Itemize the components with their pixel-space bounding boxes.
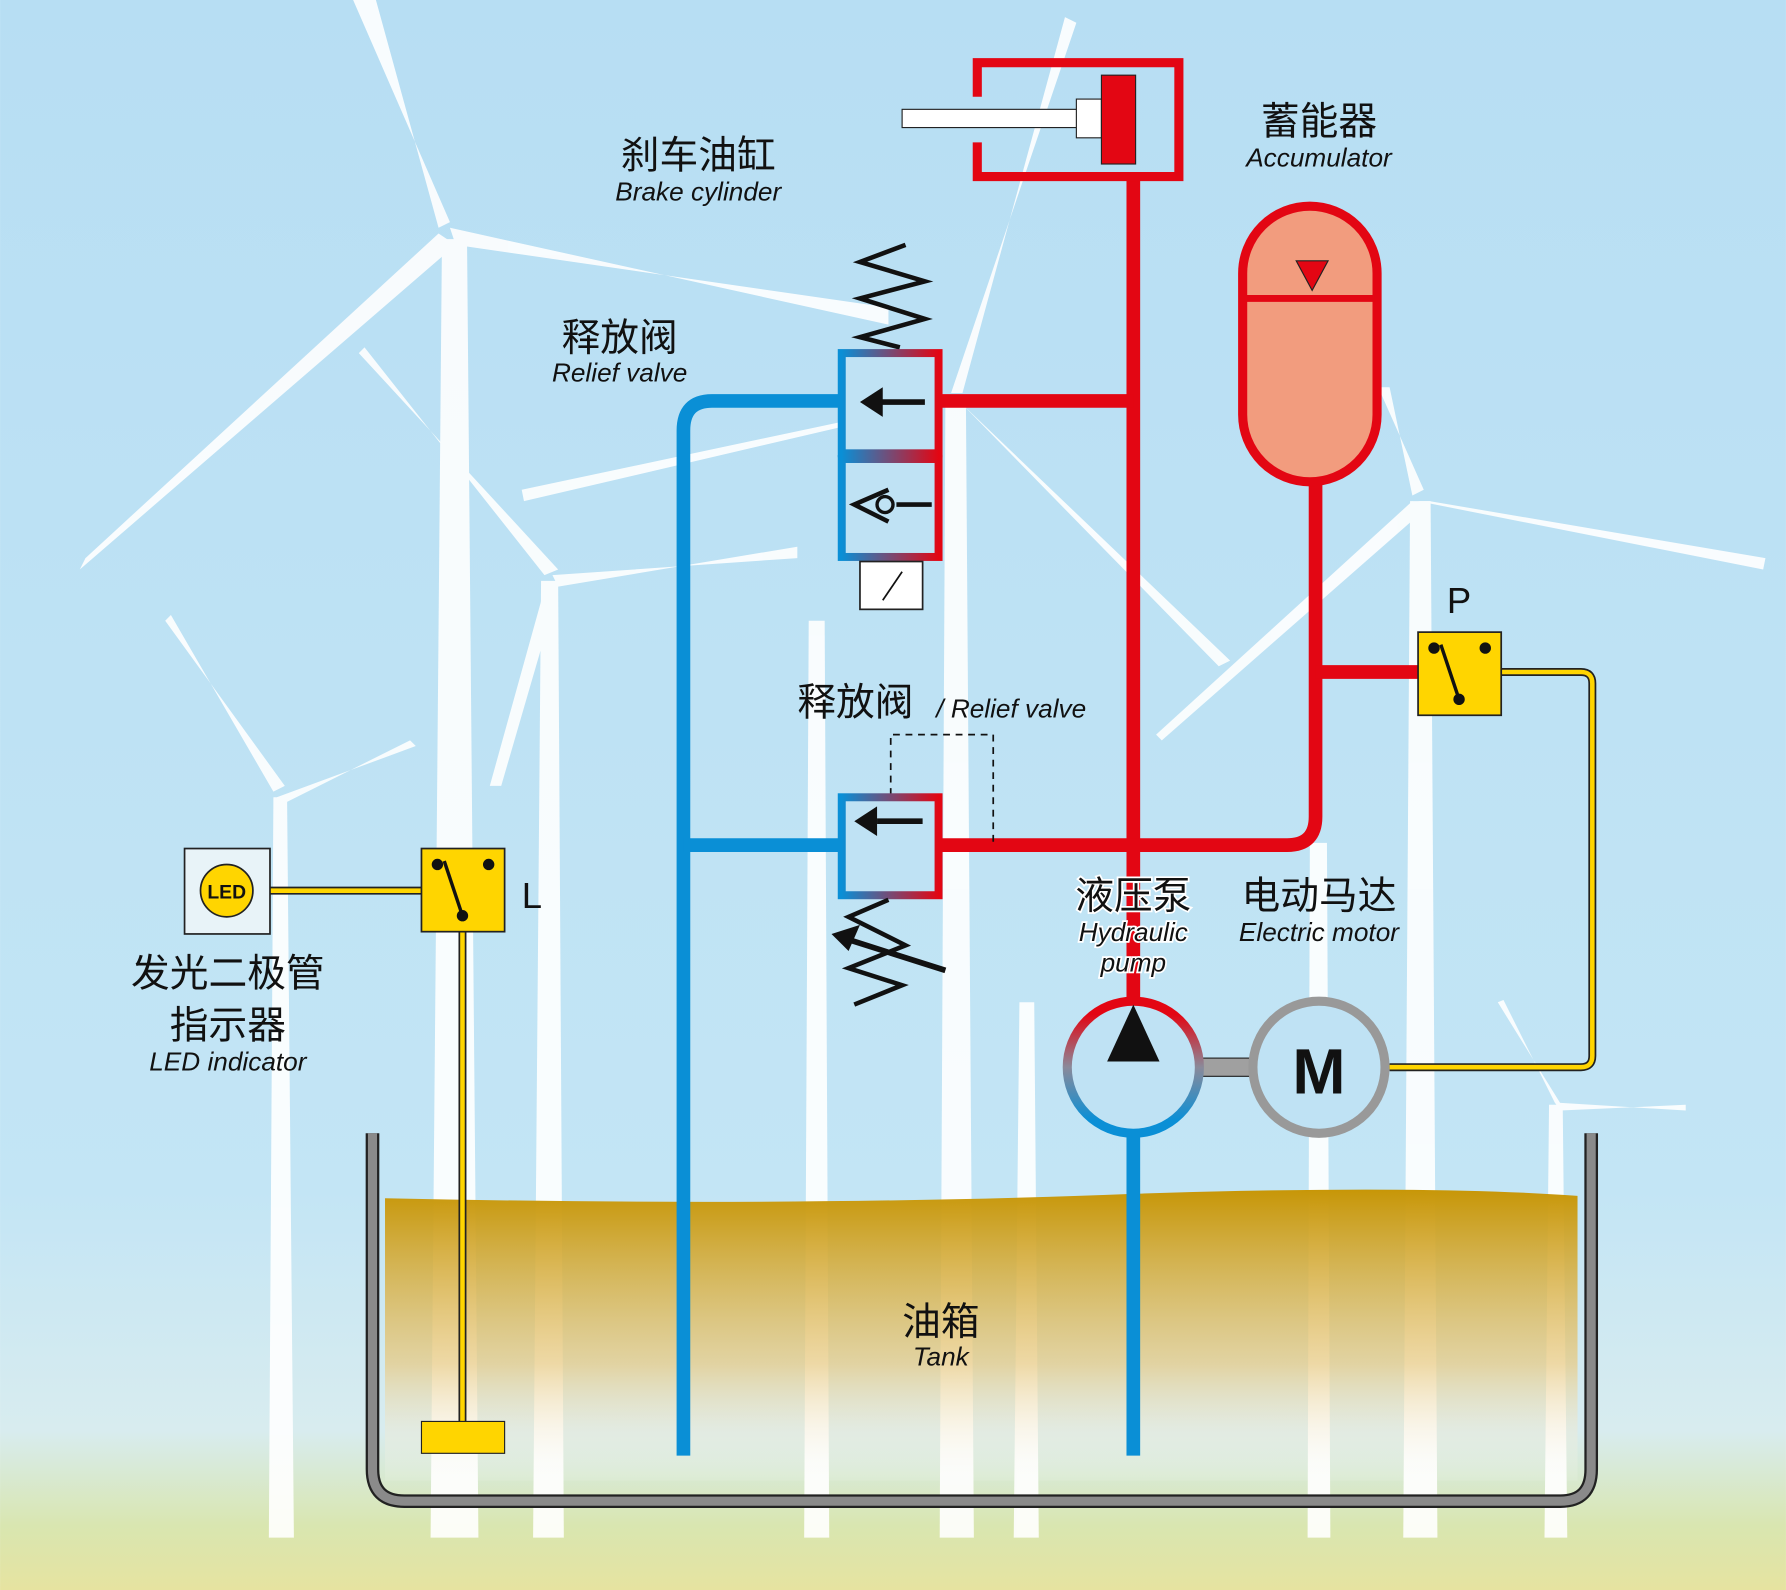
relief-valve-upper-label-en: Relief valve: [552, 358, 687, 388]
led-badge: LED: [207, 882, 246, 904]
pump-label-en-2: pump: [1100, 948, 1167, 978]
hydraulic-pump: [1062, 996, 1252, 1138]
relief-valve-upper: [837, 242, 943, 611]
return-lines: [676, 394, 1141, 1456]
float: [420, 1420, 506, 1454]
accumulator-label-zh: 蓄能器: [1261, 99, 1377, 144]
tank-label-en: Tank: [913, 1342, 971, 1372]
level-switch: [420, 847, 506, 1454]
brake-cylinder-label-en: Brake cylinder: [615, 176, 782, 206]
relief-valve-upper-label-zh: 释放阀: [562, 316, 678, 361]
tank-oil: [385, 1189, 1578, 1481]
brake-cylinder: [901, 58, 1184, 182]
pressure-lines: [939, 178, 1419, 1003]
motor-symbol: M: [1292, 1035, 1345, 1107]
accumulator-label-en: Accumulator: [1244, 142, 1393, 172]
pump-label-en-1: Hydraulic: [1079, 917, 1188, 947]
pressure-switch: [1417, 631, 1503, 717]
motor-label-en: Electric motor: [1239, 917, 1400, 947]
pressure-switch-label: P: [1447, 580, 1471, 621]
relief-valve-lower-label-en: / Relief valve: [934, 694, 1086, 724]
motor-label-zh: 电动马达: [1242, 874, 1397, 919]
tank-label-zh: 油箱: [902, 1300, 979, 1345]
electric-motor: M: [1248, 996, 1390, 1138]
solenoid: [859, 560, 924, 611]
level-switch-label: L: [522, 875, 542, 916]
led-label-en: LED indicator: [149, 1047, 307, 1077]
led-label-zh-2: 指示器: [170, 1004, 286, 1049]
accumulator: [1238, 201, 1382, 487]
relief-valve-lower-label-zh: 释放阀: [797, 680, 913, 725]
relief-valve-lower: [831, 733, 995, 1007]
led-label-zh-1: 发光二极管: [131, 951, 325, 996]
pump-label-zh: 液压泵: [1075, 874, 1191, 919]
brake-cylinder-label-zh: 刹车油缸: [621, 134, 776, 179]
led-indicator: LED: [183, 847, 271, 935]
